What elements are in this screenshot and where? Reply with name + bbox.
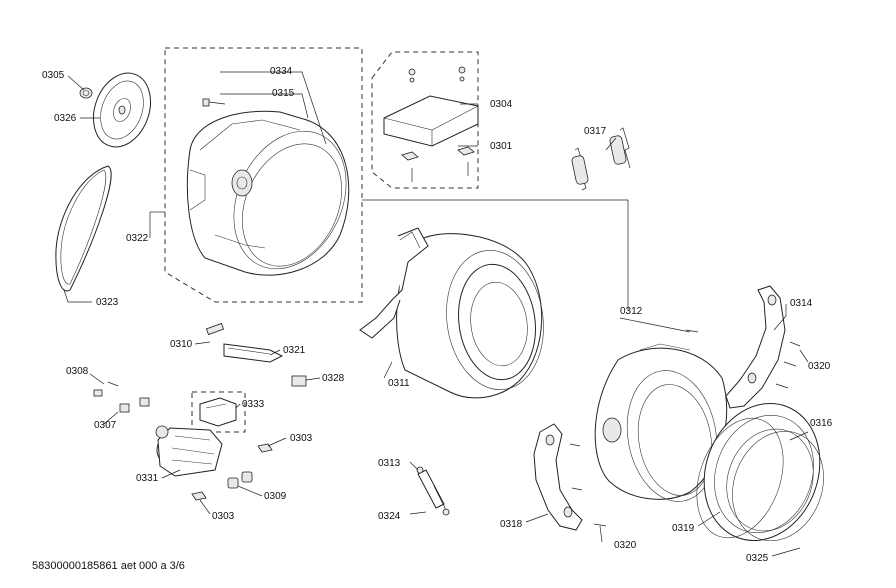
front-tub [594, 343, 728, 502]
label-0333: 0333 [242, 399, 265, 410]
label-0326: 0326 [54, 113, 77, 124]
upper-counterweight [725, 285, 786, 409]
label-0305: 0305 [42, 70, 65, 81]
label-0320-upper: 0320 [808, 361, 831, 372]
label-0317: 0317 [584, 126, 607, 137]
label-0315: 0315 [272, 88, 295, 99]
fastening-screws [569, 329, 801, 527]
label-0308: 0308 [66, 366, 89, 377]
leader-lines [63, 71, 809, 557]
group-box-tub-rear [164, 47, 363, 303]
label-0321: 0321 [283, 345, 306, 356]
control-clips [401, 146, 475, 182]
suspension-springs [571, 127, 631, 191]
control-module [383, 66, 479, 147]
label-0318: 0318 [500, 519, 523, 530]
label-0312: 0312 [620, 306, 643, 317]
small-sensors [93, 381, 150, 413]
pulley-nut [79, 87, 93, 99]
label-0322: 0322 [126, 233, 149, 244]
tub-bolt [202, 98, 226, 107]
label-0331: 0331 [136, 473, 159, 484]
label-0328: 0328 [322, 373, 345, 384]
label-0325: 0325 [746, 553, 769, 564]
label-0310: 0310 [170, 339, 193, 350]
pulley [92, 72, 152, 148]
heater [205, 322, 307, 387]
document-footer-code: 58300000185861 aet 000 a 3/6 [32, 560, 185, 572]
label-0303-upper: 0303 [290, 433, 313, 444]
label-0316: 0316 [810, 418, 833, 429]
label-0301: 0301 [490, 141, 513, 152]
label-0319: 0319 [672, 523, 695, 534]
drum [359, 227, 544, 399]
label-0314: 0314 [790, 298, 813, 309]
motor-bushings [227, 471, 253, 489]
label-0309: 0309 [264, 491, 287, 502]
rear-tub [186, 110, 350, 276]
label-0303-lower: 0303 [212, 511, 235, 522]
motor-clip-lower [191, 491, 207, 501]
shock-absorber [416, 466, 450, 516]
group-box-control [371, 51, 479, 189]
motor [155, 425, 223, 477]
sensor-assembly [199, 397, 237, 427]
label-0307: 0307 [94, 420, 117, 431]
drive-belt [55, 165, 112, 292]
lower-counterweight [533, 423, 583, 531]
label-0313: 0313 [378, 458, 401, 469]
label-0320-lower: 0320 [614, 540, 637, 551]
label-0324: 0324 [378, 511, 401, 522]
label-0311: 0311 [388, 378, 410, 389]
label-0304: 0304 [490, 99, 513, 110]
label-0334: 0334 [270, 66, 293, 77]
front-rings [696, 402, 824, 542]
label-0323: 0323 [96, 297, 119, 308]
group-box-sensor [191, 391, 246, 433]
